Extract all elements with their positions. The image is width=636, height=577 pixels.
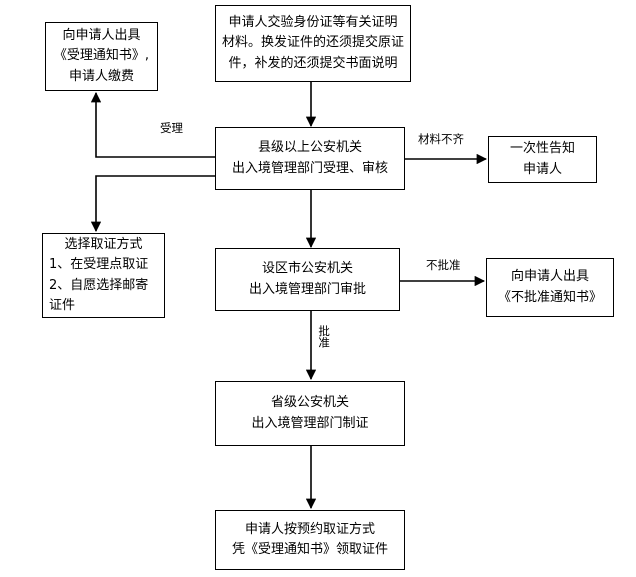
node-one-time-notice-line-1: 一次性告知 bbox=[509, 141, 575, 157]
node-county-accept-line-1: 县级以上公安机关 bbox=[257, 140, 362, 156]
node-disapproval-notice-line-1: 向申请人出具 bbox=[510, 269, 589, 285]
node-notice-fee-line-3: 申请人缴费 bbox=[68, 68, 134, 84]
node-applicant-pickup-line-1: 申请人按预约取证方式 bbox=[244, 521, 375, 537]
node-one-time-notice[interactable]: 一次性告知 申请人 bbox=[488, 136, 597, 183]
node-applicant-pickup[interactable]: 申请人按预约取证方式 凭《受理通知书》领取证件 bbox=[215, 510, 405, 570]
node-pickup-choice-line-1: 选择取证方式 bbox=[64, 237, 143, 253]
node-one-time-notice-line-2: 申请人 bbox=[522, 161, 562, 177]
edge-label-approved: 批准 bbox=[317, 325, 332, 348]
node-county-accept-line-2: 出入境管理部门受理、审核 bbox=[231, 160, 388, 176]
edge-county-to-pickup-choice bbox=[90, 175, 215, 233]
node-applicant-pickup-line-2: 凭《受理通知书》领取证件 bbox=[231, 542, 388, 557]
edge-label-materials-incomplete: 材料不齐 bbox=[418, 132, 464, 146]
node-disapproval-notice[interactable]: 向申请人出具 《不批准通知书》 bbox=[486, 258, 614, 317]
node-city-approve-line-1: 设区市公安机关 bbox=[261, 261, 353, 277]
node-notice-fee-line-1: 向申请人出具 bbox=[62, 28, 141, 44]
node-city-approve-line-2: 出入境管理部门审批 bbox=[248, 281, 366, 297]
node-county-accept[interactable]: 县级以上公安机关 出入境管理部门受理、审核 bbox=[215, 127, 405, 190]
node-notice-fee[interactable]: 向申请人出具 《受理通知书》, 申请人缴费 bbox=[45, 22, 158, 91]
node-province-make-line-1: 省级公安机关 bbox=[270, 395, 349, 411]
node-submit-materials-line-1: 申请人交验身份证等有关证明 bbox=[228, 15, 398, 31]
node-province-make[interactable]: 省级公安机关 出入境管理部门制证 bbox=[215, 381, 405, 446]
node-notice-fee-line-2: 《受理通知书》, bbox=[53, 48, 150, 64]
edge-county-to-notice-fee bbox=[90, 91, 215, 158]
node-pickup-choice-line-4: 证件 bbox=[49, 297, 76, 313]
node-submit-materials-line-3: 件，补发的还须提交书面说明 bbox=[228, 55, 398, 71]
node-city-approve[interactable]: 设区市公安机关 出入境管理部门审批 bbox=[215, 248, 400, 311]
node-pickup-choice-line-2: 1、在受理点取证 bbox=[49, 257, 149, 273]
edge-label-not-approved: 不批准 bbox=[426, 258, 461, 272]
edge-label-accept: 受理 bbox=[160, 121, 183, 135]
node-pickup-choice[interactable]: 选择取证方式 1、在受理点取证 2、自愿选择邮寄 证件 bbox=[42, 233, 165, 318]
node-submit-materials[interactable]: 申请人交验身份证等有关证明 材料。换发证件的还须提交原证 件，补发的还须提交书面… bbox=[215, 5, 411, 82]
node-pickup-choice-line-3: 2、自愿选择邮寄 bbox=[49, 277, 149, 293]
node-submit-materials-line-2: 材料。换发证件的还须提交原证 bbox=[221, 35, 404, 51]
node-disapproval-notice-line-2: 《不批准通知书》 bbox=[497, 289, 602, 305]
node-province-make-line-2: 出入境管理部门制证 bbox=[251, 415, 369, 431]
